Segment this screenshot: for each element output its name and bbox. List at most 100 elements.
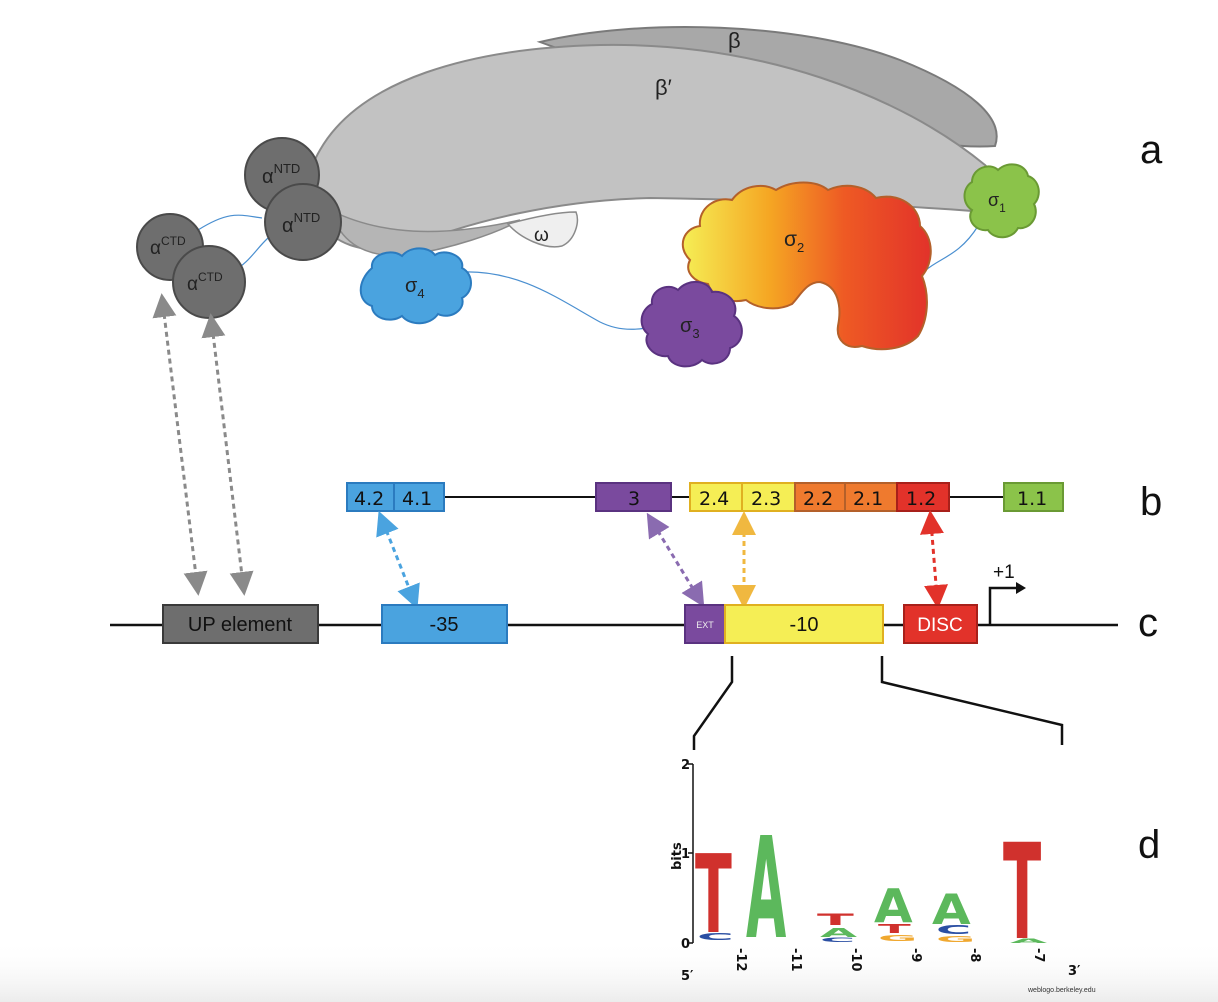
sigma1-domain xyxy=(963,163,1040,239)
zoom-line-left xyxy=(692,656,734,750)
logo-pos4-T: T xyxy=(878,922,911,936)
panel-a-label: a xyxy=(1140,128,1163,172)
alpha-ctd-1-label: α xyxy=(150,238,161,259)
panel-c-promoter: UP element -35 EXT -10 DISC +1 c xyxy=(110,562,1158,645)
logo-pos1-T: T xyxy=(695,833,732,958)
panel-a-holoenzyme: β β′ ω αNTD αNTD αCTD αCTD σ4 xyxy=(136,26,1163,368)
logo-pos6-A: A xyxy=(1010,938,1048,945)
beta-label: β xyxy=(728,28,741,53)
alpha-ctd-1-sup: CTD xyxy=(161,234,186,248)
zoom-line-right xyxy=(880,656,1064,745)
disc-box xyxy=(903,604,978,644)
logo-pos5-G: G xyxy=(936,935,975,944)
minus35-box xyxy=(381,604,508,644)
logo-credit: weblogo.berkeley.edu xyxy=(1027,987,1096,994)
arrow-region3-ext xyxy=(646,512,705,608)
region-2-4 xyxy=(689,482,743,512)
region-2-2-label: 2.2 xyxy=(803,488,833,510)
omega-subunit xyxy=(506,211,579,248)
ext-box xyxy=(684,604,726,644)
region-2-4-label: 2.4 xyxy=(699,488,729,510)
logo-pos4-G: G xyxy=(878,934,917,943)
logo-pos6-T: T xyxy=(1003,816,1041,970)
sigma4-domain xyxy=(359,247,472,325)
region-2-3-label: 2.3 xyxy=(751,488,781,510)
sigma-linker xyxy=(925,225,979,271)
sigma2-sub: 2 xyxy=(797,240,804,255)
sigma3-sub: 3 xyxy=(692,326,699,341)
region-4-2-label: 4.2 xyxy=(354,488,384,510)
logo-five-prime: 5′ xyxy=(681,969,694,984)
svg-text:αNTD: αNTD xyxy=(282,210,320,237)
svg-text:σ1: σ1 xyxy=(988,190,1006,215)
svg-text:σ4: σ4 xyxy=(405,275,425,301)
logo-ytick-2: 2 xyxy=(681,758,690,773)
alpha-ntd-2 xyxy=(264,183,342,261)
up-element-box xyxy=(162,604,319,644)
minus10-label: -10 xyxy=(790,614,819,636)
panel-b-sigma-regions: 4.2 4.1 3 2.4 2.3 2.2 2.1 1.2 1.1 b xyxy=(346,480,1162,524)
svg-text:σ2: σ2 xyxy=(784,228,804,255)
logo-three-prime: 3′ xyxy=(1068,964,1081,979)
tss-arrow xyxy=(988,586,1018,625)
region-4-1 xyxy=(393,482,445,512)
logo-pos5-C: C xyxy=(936,923,971,937)
sigma4-label: σ xyxy=(405,275,418,297)
logo-pos-label-1: -12 xyxy=(733,948,748,972)
logo-pos-label-2: -11 xyxy=(788,948,803,972)
region-3-label: 3 xyxy=(628,488,640,510)
sigma1-sub: 1 xyxy=(999,201,1006,215)
region-1-1 xyxy=(1003,482,1064,512)
omega-label: ω xyxy=(534,225,549,246)
tss-label: +1 xyxy=(993,562,1015,583)
region-3 xyxy=(595,482,672,512)
minus10-box xyxy=(724,604,884,644)
minus35-label: -35 xyxy=(430,614,459,636)
region-2-1-label: 2.1 xyxy=(853,488,883,510)
arrow-region12-disc xyxy=(919,510,949,609)
bottom-shade xyxy=(0,940,1218,1002)
logo-pos3-T: T xyxy=(817,911,854,929)
panel-d-label: d xyxy=(1138,823,1160,867)
logo-pos-label-3: -10 xyxy=(848,948,863,972)
tss-arrowhead xyxy=(1016,582,1026,594)
alpha-ctd-2-label: α xyxy=(187,274,198,295)
alpha-ctd-2-sup: CTD xyxy=(198,270,223,284)
sigma2-label: σ xyxy=(784,228,797,251)
interaction-arrows xyxy=(152,293,949,610)
logo-y-axis-label: bits xyxy=(670,842,685,870)
disc-label: DISC xyxy=(917,615,962,636)
logo-pos1-C: C xyxy=(697,931,734,943)
logo-ytick-0: 0 xyxy=(681,937,690,952)
region-1-2-label: 1.2 xyxy=(906,488,936,510)
panel-b-label: b xyxy=(1140,480,1162,524)
svg-text:σ3: σ3 xyxy=(680,315,700,341)
logo-pos5-A: A xyxy=(932,885,971,934)
sigma3-label: σ xyxy=(680,315,693,337)
alpha-ntd-1-label: α xyxy=(262,166,274,188)
logo-pos-label-5: -8 xyxy=(967,948,982,962)
region-4-2 xyxy=(346,482,395,512)
logo-pos3-A: A xyxy=(820,926,857,940)
panel-c-label: c xyxy=(1138,601,1158,645)
svg-text:αCTD: αCTD xyxy=(150,234,186,259)
sigma4-sub: 4 xyxy=(417,286,424,301)
alpha-ntd-2-label: α xyxy=(282,215,294,237)
logo-pos2-A: A xyxy=(746,807,786,970)
alpha-ntd-2-sup: NTD xyxy=(294,210,321,225)
beta-prime-lower-lobe xyxy=(328,208,521,257)
up-element-label: UP element xyxy=(188,614,293,636)
sigma-linker xyxy=(461,271,656,330)
region-1-2 xyxy=(896,482,950,512)
sigma1-label: σ xyxy=(988,190,999,210)
svg-text:αNTD: αNTD xyxy=(262,161,300,188)
arrow-ctd2-up xyxy=(201,313,254,596)
region-1-1-label: 1.1 xyxy=(1017,488,1047,510)
alpha-linker xyxy=(197,214,263,231)
region-4-1-label: 4.1 xyxy=(402,488,432,510)
region-2-1 xyxy=(844,482,898,512)
alpha-ntd-1-sup: NTD xyxy=(274,161,301,176)
logo-pos-label-6: -7 xyxy=(1031,948,1046,962)
sigma2-domain xyxy=(681,181,932,351)
